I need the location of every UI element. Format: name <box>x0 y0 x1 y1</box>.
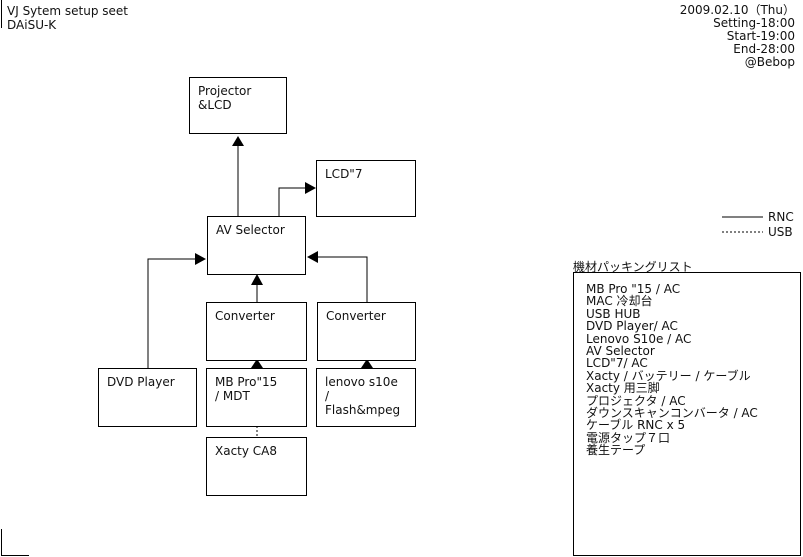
arrowhead-av-from-dvd <box>195 253 206 265</box>
arrowhead-converter-right-from-lenovo <box>361 359 373 368</box>
projector-lcd-box: Projector &LCD <box>189 77 287 134</box>
packing-item: AV Selector <box>586 344 655 359</box>
arrowhead-av-from-converter <box>251 274 263 285</box>
packing-item: MAC 冷却台 <box>586 294 653 309</box>
event-start-time: Start-19:00 <box>726 29 795 43</box>
arrowhead-projector <box>232 136 244 146</box>
packing-item: ダウンスキャンコンバータ / AC <box>586 406 758 421</box>
packing-item: MB Pro "15 / AC <box>586 282 681 296</box>
legend-solid-label: RNC <box>768 210 794 224</box>
packing-list: MB Pro "15 / AC MAC 冷却台 USB HUB DVD Play… <box>573 272 801 556</box>
packing-item: USB HUB <box>586 306 641 321</box>
dvd-player-box: DVD Player <box>98 368 197 427</box>
sheet-title: VJ Sytem setup seet <box>7 4 128 18</box>
packing-item: 養生テープ <box>586 443 646 458</box>
arrowhead-converter-left-from-mbpro <box>251 359 263 368</box>
corner-mark-top-left <box>1 0 2 28</box>
wire-av-to-lcd7 <box>278 187 307 216</box>
legend-dashed-label: USB <box>768 225 793 239</box>
event-end-time: End-28:00 <box>733 42 795 56</box>
packing-item: 電源タップ７口 <box>586 430 671 445</box>
packing-item: プロジェクタ / AC <box>586 393 686 408</box>
converter-right-box: Converter <box>317 302 416 361</box>
av-selector-box: AV Selector <box>207 216 306 275</box>
packing-item: ケーブル RNC x 5 <box>586 418 686 433</box>
event-venue: @Bebop <box>744 55 795 69</box>
corner-mark-bottom-left-h <box>1 555 29 556</box>
lenovo-box: lenovo s10e / Flash&mpeg <box>316 368 416 427</box>
event-info: 2009.02.10（Thu） Setting-18:00 Start-19:0… <box>680 4 795 69</box>
packing-item: Xacty 用三脚 <box>586 381 660 396</box>
event-setting-time: Setting-18:00 <box>713 16 795 30</box>
packing-item: LCD"7/ AC <box>586 356 648 371</box>
sheet-header: VJ Sytem setup seet DAiSU-K <box>7 4 128 32</box>
wire-converter-right-to-av <box>318 256 368 302</box>
packing-item: DVD Player/ AC <box>586 319 678 334</box>
lcd7-box: LCD"7 <box>316 160 416 217</box>
packing-list-title: 機材パッキングリスト <box>573 260 693 274</box>
packing-item: Xacty / バッテリー / ケーブル <box>586 368 751 383</box>
corner-mark-bottom-left <box>1 529 2 556</box>
mbpro-box: MB Pro"15 / MDT <box>206 368 307 427</box>
wire-dvd-to-av <box>147 258 196 368</box>
arrowhead-lcd7 <box>305 182 316 194</box>
packing-item: Lenovo S10e / AC <box>586 331 692 346</box>
xacty-box: Xacty CA8 <box>206 437 307 496</box>
sheet-author: DAiSU-K <box>7 18 57 32</box>
event-date: 2009.02.10（Thu） <box>679 3 795 17</box>
converter-left-box: Converter <box>206 302 307 361</box>
arrowhead-av-from-converter-right <box>307 251 318 263</box>
